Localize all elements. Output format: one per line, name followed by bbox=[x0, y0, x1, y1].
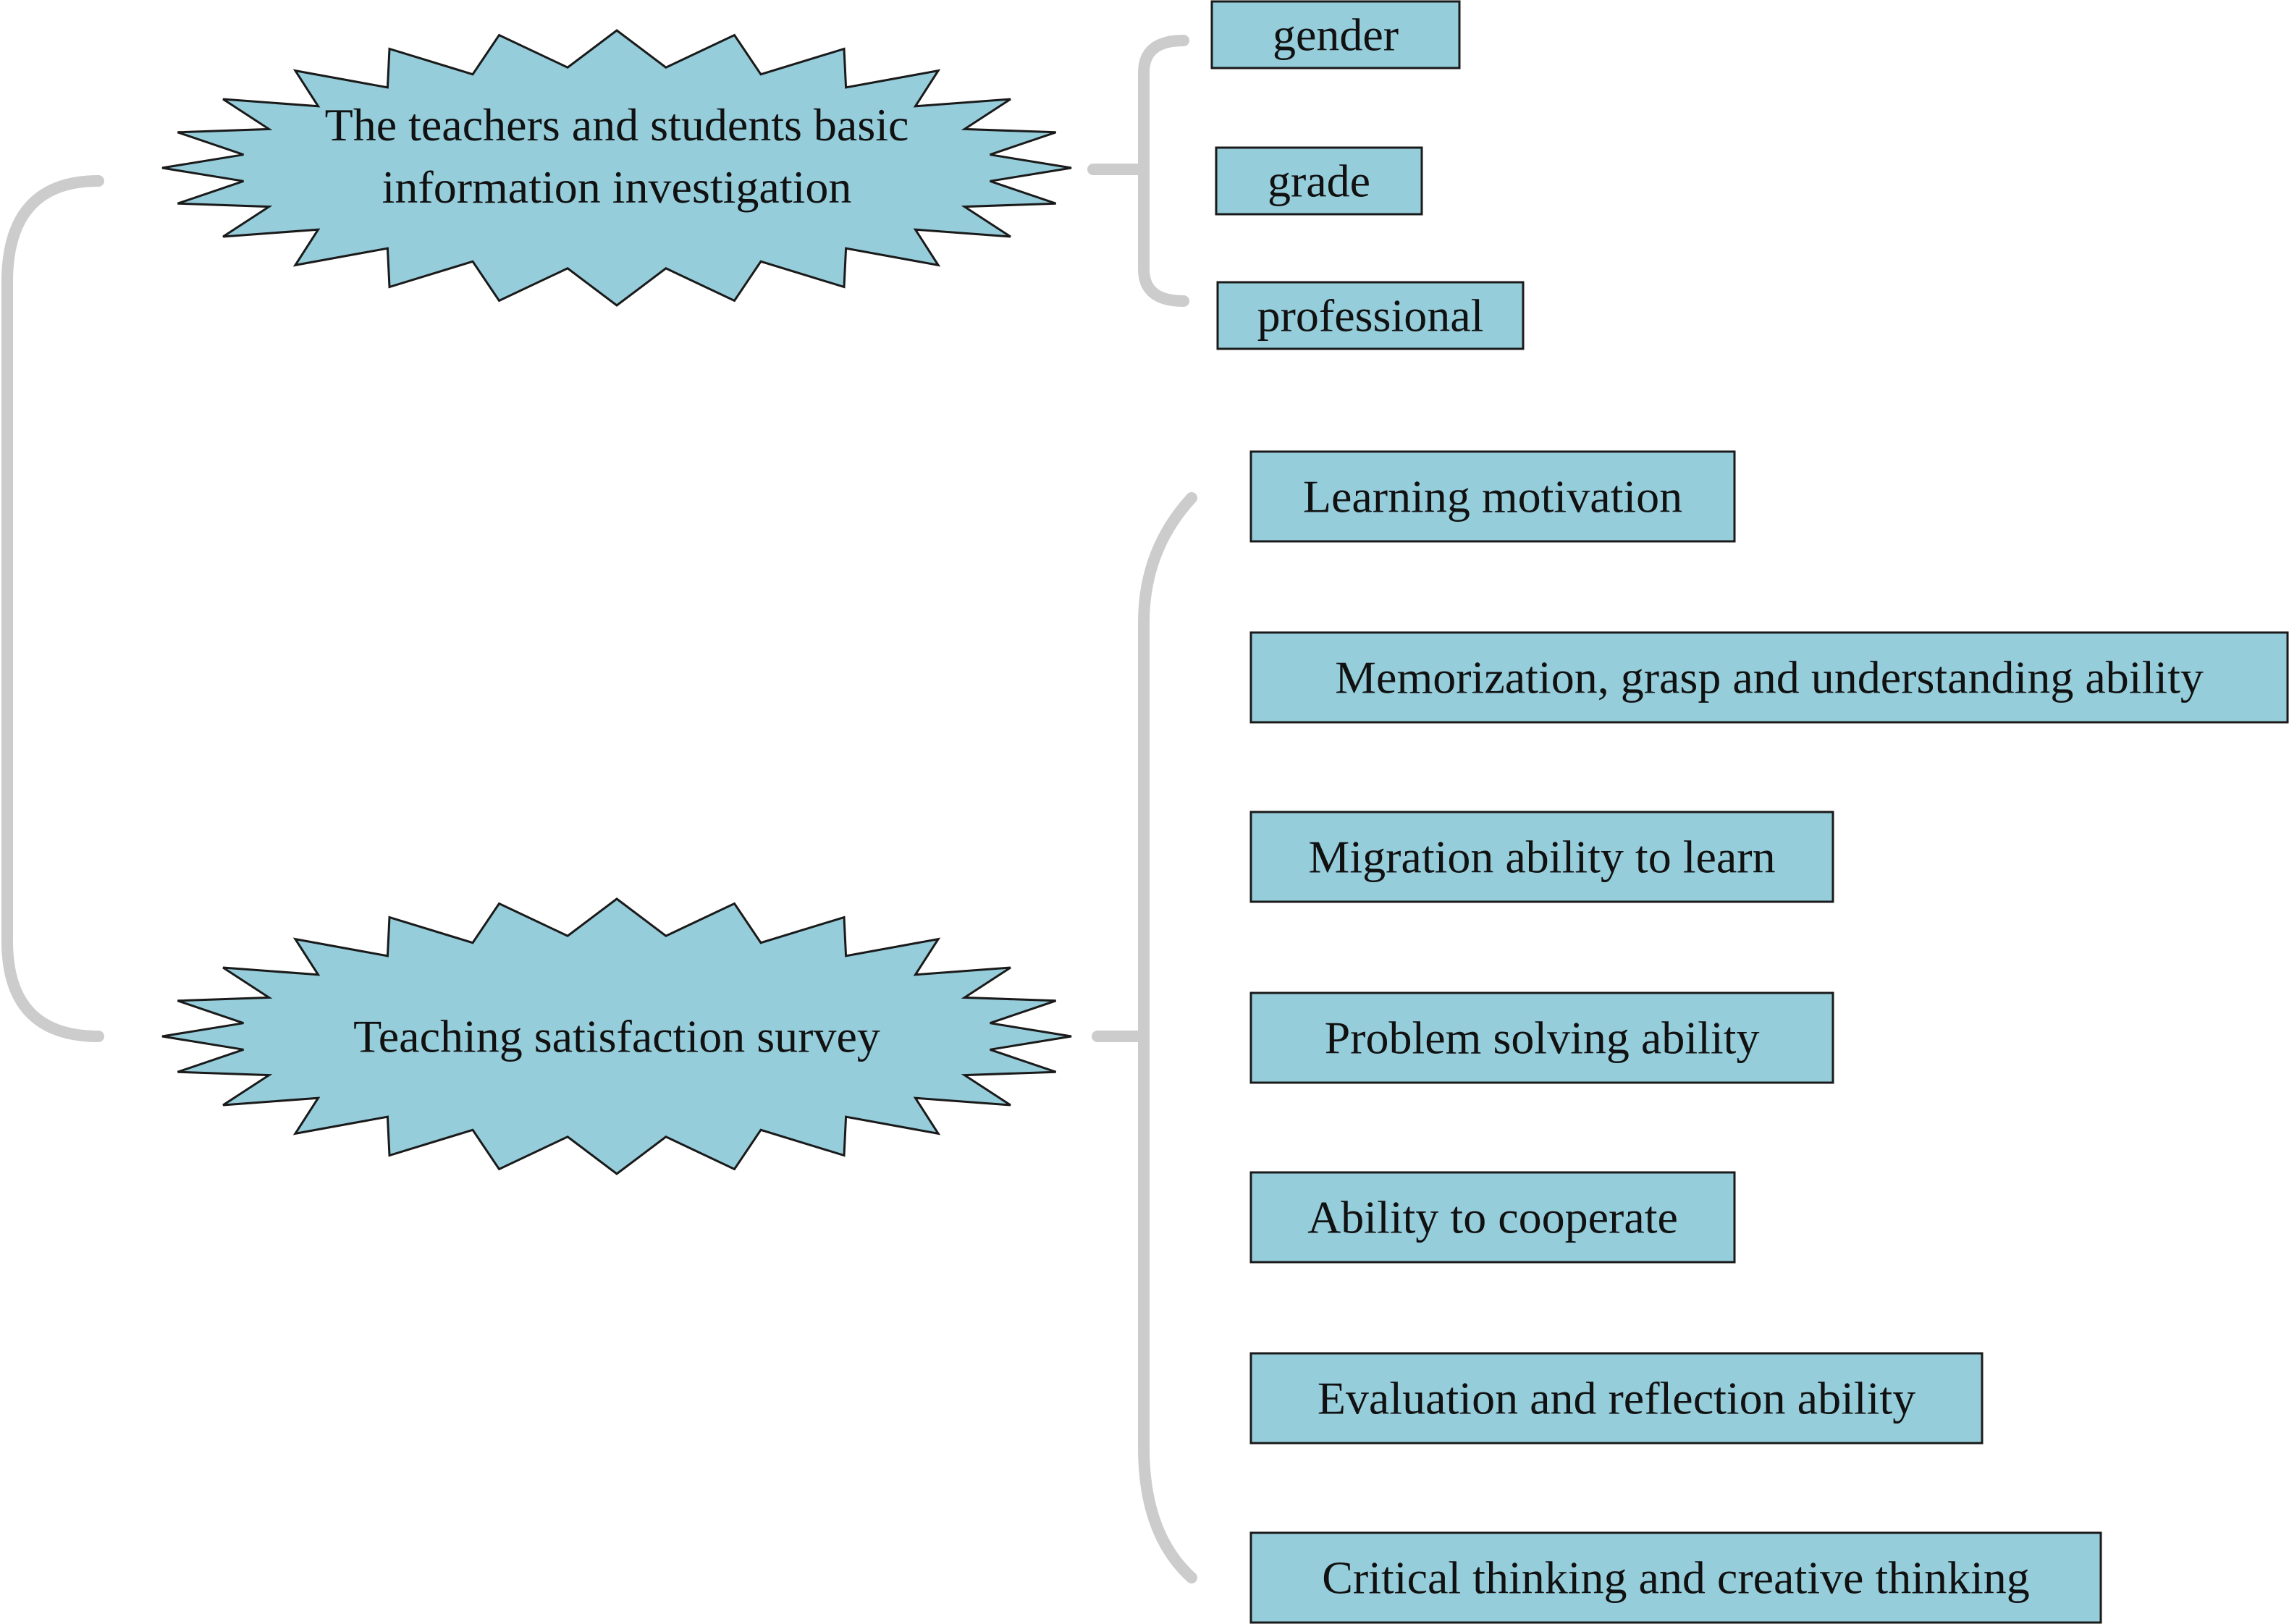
satisfaction-item-critical-thinking: Critical thinking and creative thinking bbox=[1249, 1531, 2102, 1624]
satisfaction-item-memorization: Memorization, grasp and understanding ab… bbox=[1249, 631, 2289, 724]
item-label: professional bbox=[1257, 290, 1484, 342]
item-label: Evaluation and reflection ability bbox=[1318, 1373, 1915, 1424]
satisfaction-item-learning-motivation: Learning motivation bbox=[1249, 450, 1736, 543]
item-box bbox=[1215, 146, 1423, 216]
item-box bbox=[1216, 281, 1525, 350]
item-label: Problem solving ability bbox=[1325, 1012, 1760, 1064]
item-box bbox=[1249, 1531, 2102, 1624]
item-label: Migration ability to learn bbox=[1308, 832, 1775, 883]
star-burst-shape bbox=[161, 897, 1072, 1175]
item-label: grade bbox=[1268, 156, 1370, 207]
item-box bbox=[1249, 811, 1834, 903]
basic-info-item-professional: professional bbox=[1216, 281, 1525, 350]
outer-brace-connector bbox=[1, 175, 104, 1042]
item-label: Learning motivation bbox=[1303, 471, 1682, 523]
item-label: Critical thinking and creative thinking bbox=[1322, 1552, 2030, 1604]
basic-info-item-grade: grade bbox=[1215, 146, 1423, 216]
satisfaction-star-node: Teaching satisfaction survey bbox=[161, 897, 1072, 1175]
item-box bbox=[1210, 0, 1461, 69]
item-box bbox=[1249, 450, 1736, 543]
item-label: Memorization, grasp and understanding ab… bbox=[1335, 652, 2204, 703]
basic-info-title-line2: information investigation bbox=[382, 161, 852, 213]
item-box bbox=[1249, 631, 2289, 724]
basic-info-star-node: The teachers and students basic informat… bbox=[161, 29, 1072, 307]
satisfaction-item-problem-solving: Problem solving ability bbox=[1249, 991, 1834, 1084]
item-box bbox=[1249, 1352, 1984, 1445]
item-box bbox=[1249, 991, 1834, 1084]
satisfaction-item-cooperate: Ability to cooperate bbox=[1249, 1171, 1736, 1264]
basic-info-brace-connector bbox=[1087, 35, 1189, 307]
star-burst-shape bbox=[161, 29, 1072, 307]
item-label: Ability to cooperate bbox=[1307, 1192, 1678, 1243]
item-box bbox=[1249, 1171, 1736, 1264]
item-label: gender bbox=[1273, 9, 1399, 61]
basic-info-title-line1: The teachers and students basic bbox=[325, 99, 909, 151]
satisfaction-item-migration: Migration ability to learn bbox=[1249, 811, 1834, 903]
satisfaction-item-evaluation: Evaluation and reflection ability bbox=[1249, 1352, 1984, 1445]
satisfaction-title: Teaching satisfaction survey bbox=[353, 1011, 880, 1062]
basic-info-item-gender: gender bbox=[1210, 0, 1461, 69]
satisfaction-brace-connector bbox=[1092, 492, 1197, 1583]
